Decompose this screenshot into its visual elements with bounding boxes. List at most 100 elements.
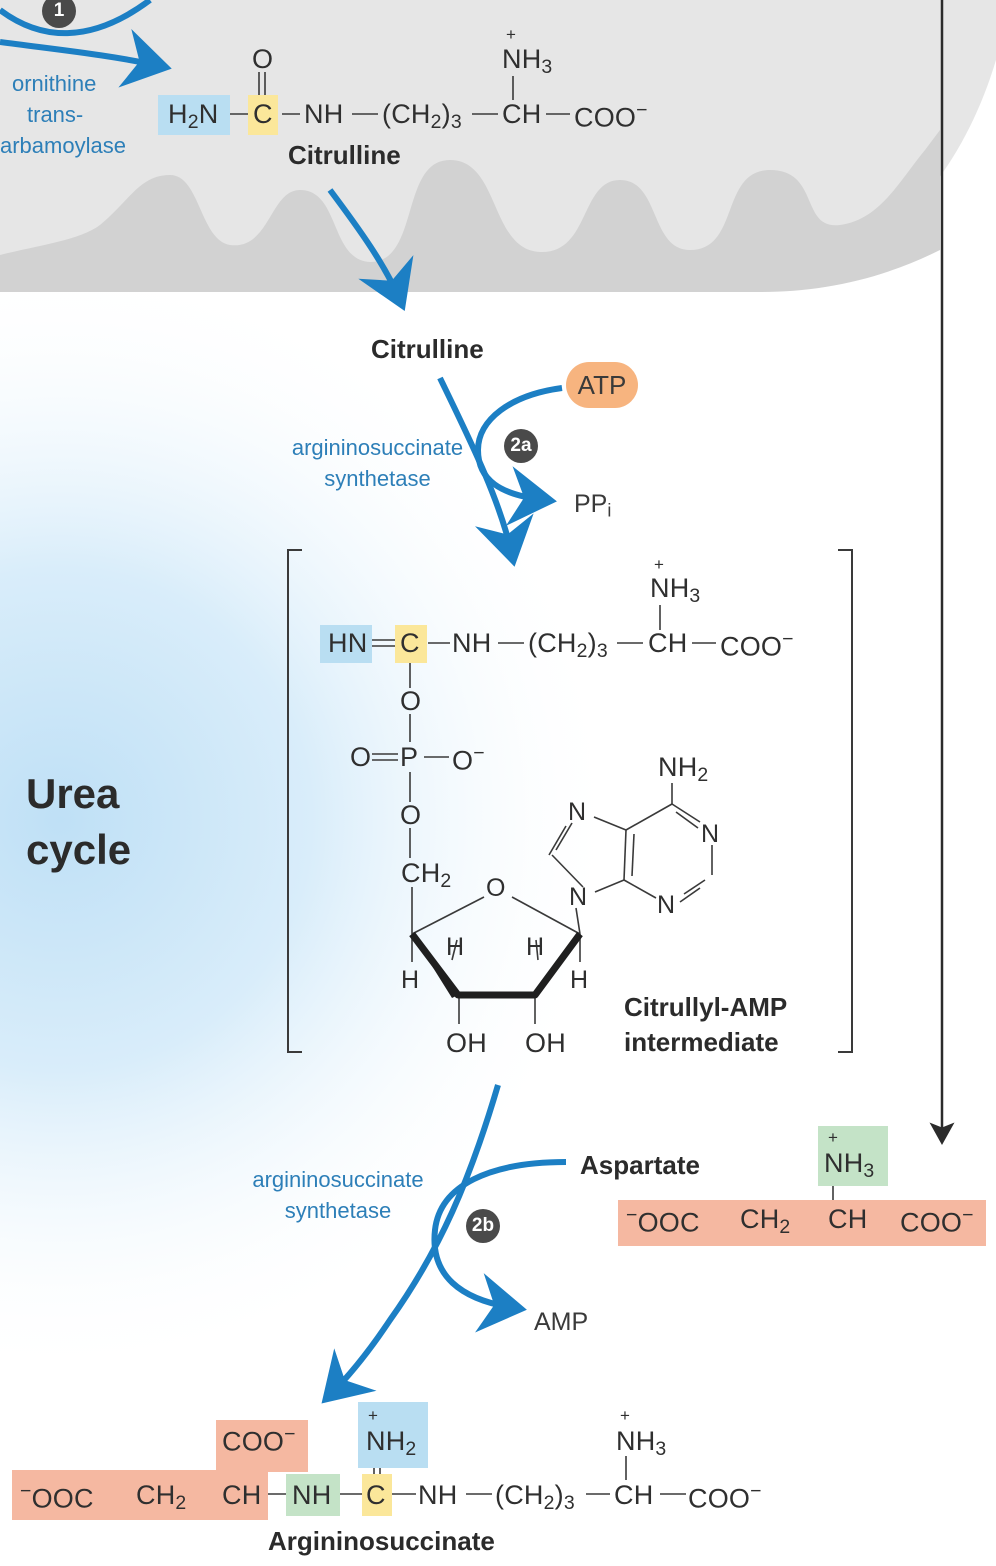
atp-label: ATP [577, 370, 627, 400]
atom-h: H [401, 966, 420, 994]
highlight-nh2-group [358, 1402, 428, 1468]
group-ch2: CH2 [401, 858, 452, 892]
charge-plus: + [506, 25, 516, 44]
atom-nh: NH [452, 628, 492, 658]
atom-o-bridge: O [400, 686, 422, 716]
atom-c: C [366, 1480, 386, 1510]
label-citrullyl-amp: Citrullyl-AMP intermediate [624, 990, 787, 1060]
ppi-text: PP [574, 490, 608, 518]
highlight-imine [320, 625, 372, 663]
charge-plus: + [620, 1406, 630, 1425]
ppi-label: PPi [574, 492, 611, 520]
group-ooc: −OOC [20, 1480, 94, 1514]
atom-n7: N [568, 798, 587, 826]
mitochondrion-cristae [0, 130, 940, 292]
atom-ch: CH [614, 1480, 654, 1510]
atom-n1: N [701, 820, 720, 848]
atom-ch: CH [222, 1480, 262, 1510]
intermediate-bonds [372, 605, 716, 1024]
enzyme-line: trans- [27, 102, 84, 127]
charge-plus: + [828, 1128, 838, 1147]
urea-cycle-line: cycle [26, 826, 132, 873]
amp-label: AMP [534, 1308, 589, 1336]
atom-o-ester: O [400, 800, 422, 830]
group-nh3: NH3 [824, 1148, 875, 1182]
highlight-carbonyl-carbon [248, 95, 278, 135]
step-2a-badge: 2a [504, 429, 538, 463]
highlight-amino-group [158, 95, 230, 135]
atom-p: P [400, 742, 419, 772]
enzyme-ornithine-transcarbamoylase: ornithine trans- arbamoylase [0, 68, 140, 161]
atom-nh: NH [304, 99, 344, 129]
label-argininosuccinate: Argininosuccinate [268, 1526, 495, 1556]
step-1-badge: 1 [42, 0, 76, 28]
urea-cycle-label: Urea cycle [26, 766, 131, 878]
group-coo: COO− [720, 628, 794, 662]
citrulline-bonds [228, 72, 570, 115]
group-nh2: NH2 [658, 752, 709, 786]
atom-hn: HN [328, 628, 368, 658]
group-ch2: CH2 [740, 1204, 791, 1238]
group-ch2-3: (CH2)3 [528, 628, 608, 662]
step-2b-badge: 2b [466, 1209, 500, 1243]
atom-nh: NH [418, 1480, 458, 1510]
atom-h2n: H2N [168, 99, 219, 133]
group-coo: COO− [900, 1204, 974, 1238]
group-ch2-3: (CH2)3 [495, 1480, 575, 1514]
atom-h: H [526, 933, 545, 961]
atom-ch: CH [828, 1204, 868, 1234]
intermediate-name-line: Citrullyl-AMP [624, 992, 788, 1022]
atom-h: H [446, 933, 465, 961]
enzyme-line: synthetase [324, 466, 431, 491]
group-oh: OH [525, 1028, 566, 1058]
charge-plus: + [368, 1406, 378, 1425]
label-citrulline-cyto: Citrulline [371, 334, 484, 364]
step-1-label: 1 [53, 0, 65, 21]
highlight-nh-link [286, 1474, 340, 1516]
group-oh: OH [446, 1028, 487, 1058]
atom-o-minus: O− [452, 742, 485, 776]
highlight-guanidino-carbon [362, 1474, 392, 1516]
label-citrulline-mito: Citrulline [288, 140, 401, 170]
atom-nh: NH [292, 1480, 332, 1510]
atom-o-double: O [350, 742, 372, 772]
enzyme-line: ornithine [12, 71, 97, 96]
atom-c: C [400, 628, 420, 658]
step-2a-label: 2a [510, 435, 532, 456]
group-nh3: NH3 [650, 573, 701, 607]
step1-arrow-out [0, 28, 172, 88]
group-nh3: NH3 [616, 1426, 667, 1460]
ppi-subscript: i [607, 500, 612, 521]
group-ooc: −OOC [626, 1204, 700, 1238]
enzyme-line: argininosuccinate [291, 435, 464, 460]
step2b-main-arrow [321, 1084, 501, 1404]
bracket-right [838, 549, 853, 1053]
group-coo: COO− [688, 1480, 762, 1514]
group-nh3: NH3 [502, 44, 553, 78]
ribose-front-wedge-left [412, 934, 458, 998]
group-ch2: CH2 [136, 1480, 187, 1514]
atom-n9: N [569, 883, 588, 911]
group-coo: COO− [574, 99, 648, 133]
atom-ch: CH [648, 628, 688, 658]
group-nh2: NH2 [366, 1426, 417, 1460]
atom-n3: N [657, 891, 676, 919]
highlight-aspartate-amino [818, 1126, 888, 1186]
bracket-left [287, 549, 302, 1053]
atom-h: H [570, 966, 589, 994]
highlight-aspartate-backbone [618, 1200, 986, 1246]
enzyme-line: synthetase [284, 1198, 392, 1223]
citrulline-transport-arrow [327, 188, 414, 312]
urea-cycle-line: Urea [26, 770, 120, 817]
highlight-succinate-carboxyl [216, 1420, 308, 1472]
atom-o: O [252, 44, 274, 74]
atom-c: C [253, 99, 273, 129]
enzyme-argininosuccinate-synthetase-a: argininosuccinate synthetase [290, 432, 465, 494]
group-coo-side: COO− [222, 1423, 296, 1457]
intermediate-name-line: intermediate [624, 1027, 779, 1057]
atom-ch: CH [502, 99, 542, 129]
atp-badge: ATP [566, 362, 638, 408]
highlight-succinate-backbone [12, 1470, 268, 1520]
atp-in-arrow [474, 385, 563, 526]
